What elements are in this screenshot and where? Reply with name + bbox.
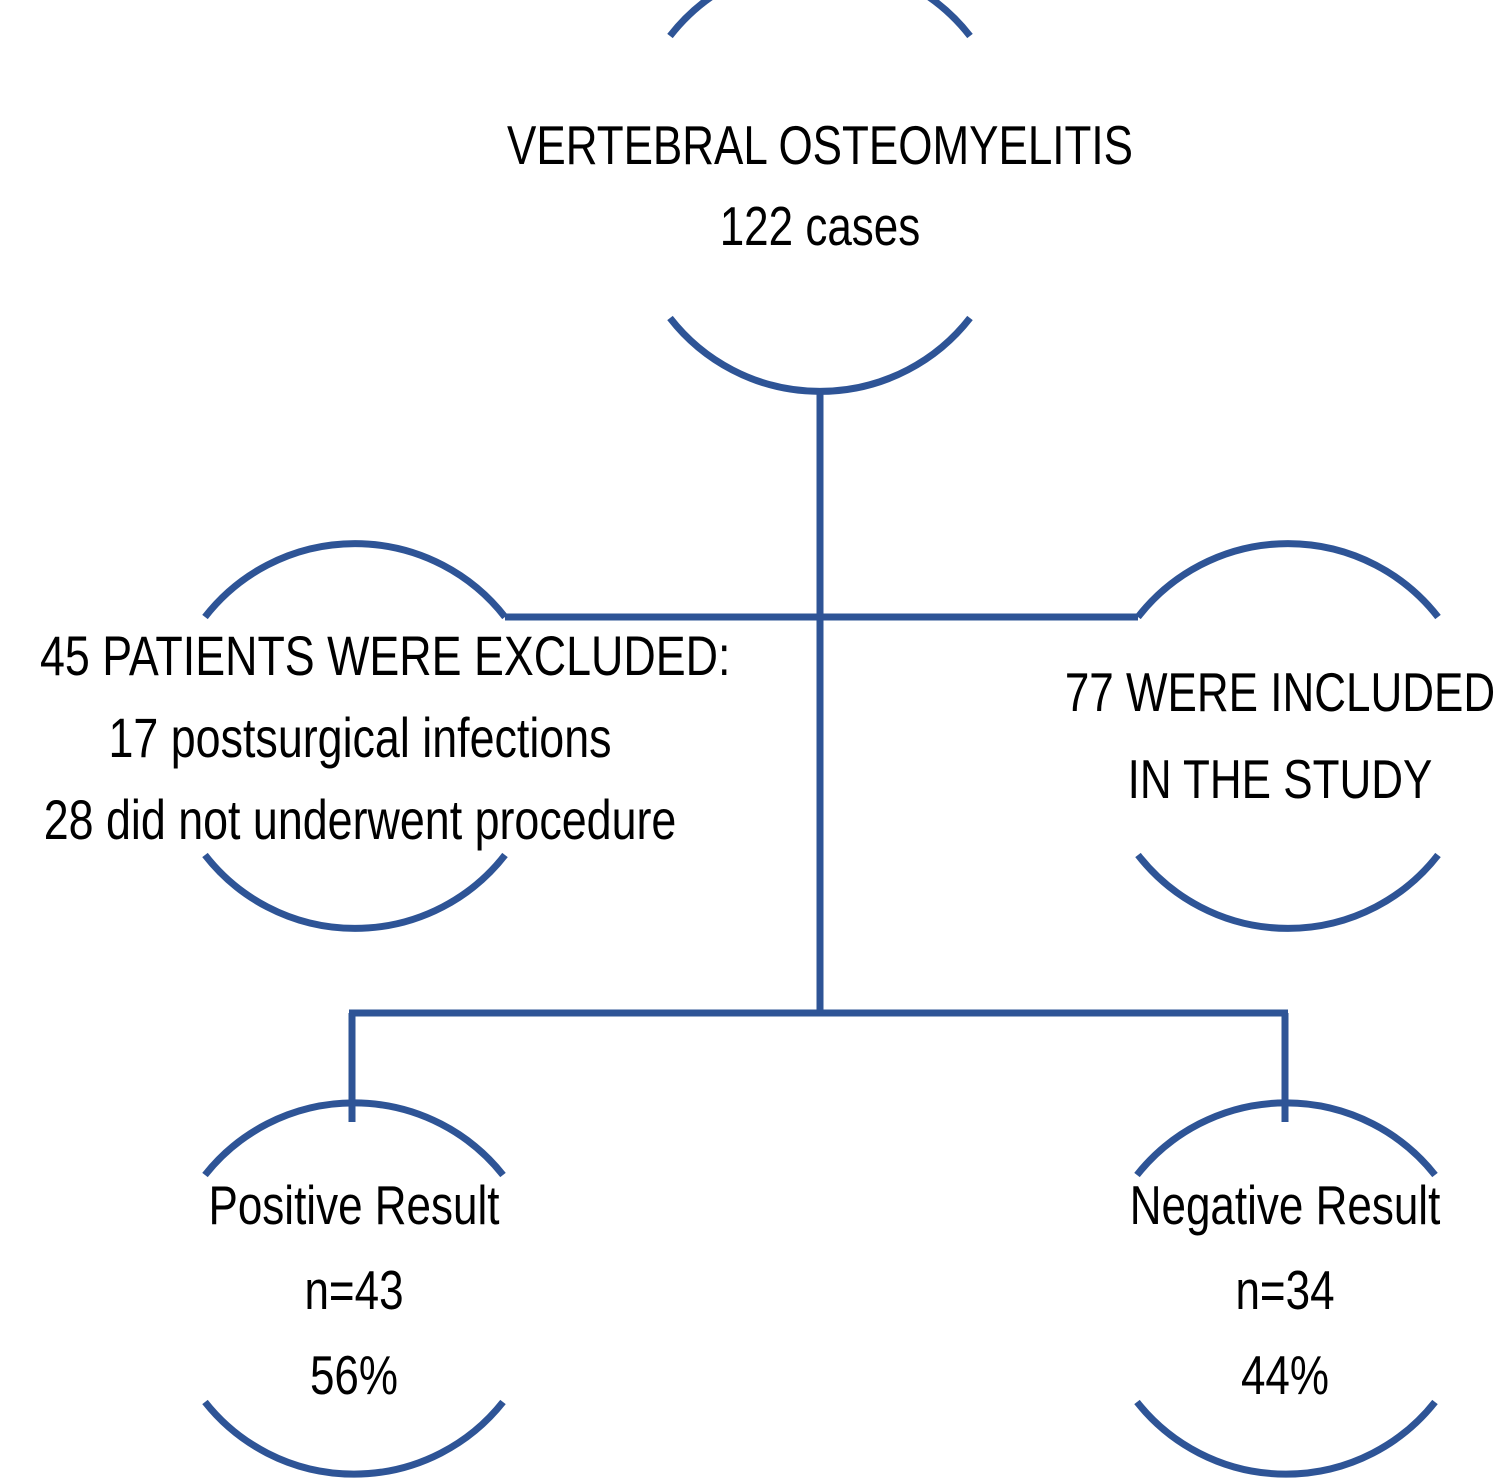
node-top: VERTEBRAL OSTEOMYELITIS 122 cases xyxy=(320,118,1320,254)
node-positive-arc-bottom xyxy=(202,1399,506,1478)
node-top-count: 122 cases xyxy=(719,195,921,257)
node-negative-label: Negative Result xyxy=(1129,1174,1441,1236)
node-excluded-heading: 45 PATIENTS WERE EXCLUDED: xyxy=(40,624,731,687)
node-positive-percent: 56% xyxy=(309,1344,399,1406)
node-negative-arc-top xyxy=(1134,1099,1438,1178)
node-top-label: VERTEBRAL OSTEOMYELITIS xyxy=(507,114,1133,176)
node-negative-arc-bottom xyxy=(1134,1399,1438,1478)
node-positive-label: Positive Result xyxy=(208,1174,500,1236)
node-positive-arc-top xyxy=(202,1099,506,1178)
node-included: 77 WERE INCLUDED IN THE STUDY xyxy=(1000,665,1500,807)
node-top-arc-top xyxy=(667,0,973,39)
node-top-arc-bottom xyxy=(667,315,973,395)
node-excluded: 45 PATIENTS WERE EXCLUDED: 17 postsurgic… xyxy=(0,628,760,848)
node-excluded-reason-1: 17 postsurgical infections xyxy=(108,706,612,769)
node-positive-n: n=43 xyxy=(304,1259,404,1321)
node-excluded-arc-bottom xyxy=(202,852,508,932)
node-excluded-reason-2: 28 did not underwent procedure xyxy=(43,788,677,851)
node-included-arc-top xyxy=(1135,540,1441,620)
node-included-line-1: 77 WERE INCLUDED xyxy=(1064,661,1496,723)
node-included-arc-bottom xyxy=(1135,852,1441,932)
node-positive: Positive Result n=43 56% xyxy=(104,1178,604,1403)
node-excluded-arc-top xyxy=(202,540,508,620)
node-negative-n: n=34 xyxy=(1235,1259,1335,1321)
node-negative: Negative Result n=34 44% xyxy=(1035,1178,1500,1403)
node-included-line-2: IN THE STUDY xyxy=(1127,748,1433,810)
node-negative-percent: 44% xyxy=(1240,1344,1330,1406)
